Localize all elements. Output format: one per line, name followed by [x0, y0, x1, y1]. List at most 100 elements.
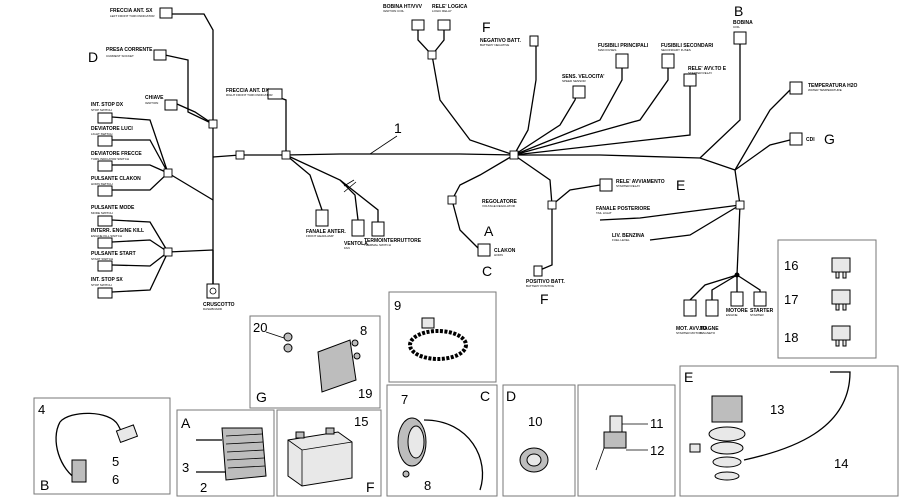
svg-text:FRONT HEADLAMP: FRONT HEADLAMP: [306, 234, 334, 238]
callouts: 1 D F B G E A C F: [88, 3, 835, 307]
svg-text:VOLTAGE REGULATOR: VOLTAGE REGULATOR: [482, 204, 516, 208]
svg-text:MOTORE: MOTORE: [726, 308, 749, 314]
svg-text:INT. STOP DX: INT. STOP DX: [91, 102, 124, 108]
panel-lock-set: E 13 14: [679, 365, 899, 497]
svg-text:FRECCIA ANT. SX: FRECCIA ANT. SX: [110, 8, 153, 14]
svg-text:STARTER: STARTER: [750, 308, 774, 314]
svg-text:REGOLATORE: REGOLATORE: [482, 199, 517, 205]
connector-bobina-ht: BOBINA HT/VVV IGNITION COIL: [383, 4, 425, 31]
svg-text:BATTERY NEGATIVE: BATTERY NEGATIVE: [480, 43, 509, 47]
svg-text:DASHBOARD: DASHBOARD: [203, 307, 223, 311]
svg-text:8: 8: [360, 323, 367, 338]
svg-text:RIGHT FRONT TURN INDICATOR: RIGHT FRONT TURN INDICATOR: [226, 93, 273, 97]
svg-text:TEMPERATURA H2O: TEMPERATURA H2O: [808, 83, 858, 89]
svg-text:14: 14: [834, 456, 848, 471]
junctions: [163, 50, 745, 278]
panel-battery: 15 F: [276, 409, 382, 497]
connector-pulsante-mode: PULSANTE MODE MODE SWITCH: [91, 205, 135, 227]
svg-text:MAGNETO: MAGNETO: [700, 331, 716, 335]
svg-text:PULSANTE CLAKON: PULSANTE CLAKON: [91, 176, 141, 182]
svg-text:A: A: [181, 415, 191, 431]
svg-text:MODE SWITCH: MODE SWITCH: [91, 211, 113, 215]
fuse-icon: [831, 257, 851, 279]
svg-text:LOGIC RELAY: LOGIC RELAY: [432, 9, 452, 13]
svg-text:BOBINA: BOBINA: [733, 20, 753, 26]
connector-interr-engine-kill: INTERR. ENGINE KILL ENGINE KILL SWITCH: [91, 228, 144, 249]
svg-text:E: E: [676, 177, 685, 193]
connector-chiave: CHIAVE IGNITION: [145, 95, 178, 111]
connector-regolatore: REGOLATORE VOLTAGE REGULATOR: [482, 199, 517, 208]
svg-text:4: 4: [38, 402, 45, 417]
svg-text:B: B: [40, 477, 49, 493]
panel-spark-plug-cap: 4 5 6 B: [33, 397, 171, 495]
connector-freccia-ant-sx: FRECCIA ANT. SX LEFT FRONT TURN INDICATO…: [110, 7, 173, 19]
svg-text:CHIAVE: CHIAVE: [145, 95, 164, 101]
svg-text:RELE' AVVIAMENTO: RELE' AVVIAMENTO: [616, 179, 665, 185]
svg-text:RELE' LOGICA: RELE' LOGICA: [432, 4, 468, 10]
svg-text:D: D: [88, 49, 98, 65]
svg-text:TAIL LIGHT: TAIL LIGHT: [596, 211, 612, 215]
svg-text:FUEL LEVEL: FUEL LEVEL: [612, 238, 630, 242]
svg-text:CURRENT SOCKET: CURRENT SOCKET: [106, 54, 134, 58]
connector-fusibili-principali: FUSIBILI PRINCIPALI MAIN FUSES: [598, 43, 649, 69]
connector-sens-velocita: SENS. VELOCITA' SPEED SENSOR: [562, 74, 605, 99]
connector-fusibili-secondari: FUSIBILI SECONDARI SECONDARY FUSES: [661, 43, 714, 69]
svg-text:STARTER RELAY: STARTER RELAY: [616, 184, 640, 188]
svg-text:DEVIATORE LUCI: DEVIATORE LUCI: [91, 126, 133, 132]
panel-horn: 7 C 8: [386, 384, 498, 497]
svg-text:SENS. VELOCITA': SENS. VELOCITA': [562, 74, 605, 80]
svg-text:3: 3: [182, 460, 189, 475]
connector-starter: STARTER STARTER: [750, 291, 774, 317]
svg-text:D: D: [506, 388, 516, 404]
svg-text:SECONDARY FUSES: SECONDARY FUSES: [661, 48, 691, 52]
svg-text:15: 15: [354, 414, 368, 429]
connector-mot-avv: MOT. AVV.TO STARTER MOTOR: [676, 299, 707, 335]
svg-text:12: 12: [650, 443, 664, 458]
fuse-icon: [831, 289, 851, 311]
svg-text:16: 16: [784, 258, 798, 273]
connector-deviatore-frecce: DEVIATORE FRECCE TURN INDICATOR SWITCH: [91, 151, 142, 172]
svg-text:13: 13: [770, 402, 784, 417]
connector-bobina: BOBINA COIL: [733, 20, 753, 45]
svg-text:FAN: FAN: [344, 246, 350, 250]
socket-icon: [519, 447, 549, 473]
svg-text:THERMAL SWITCH: THERMAL SWITCH: [364, 243, 391, 247]
connector-rele-logica: RELE' LOGICA LOGIC RELAY: [432, 4, 468, 31]
svg-text:LIGHT SWITCH: LIGHT SWITCH: [91, 132, 112, 136]
svg-text:COIL: COIL: [733, 25, 740, 29]
connector-clakon: CLAKON HORN: [477, 243, 516, 257]
battery-icon: [287, 427, 353, 487]
svg-text:6: 6: [112, 472, 119, 487]
svg-text:CRUSCOTTO: CRUSCOTTO: [203, 302, 235, 308]
svg-text:FRECCIA ANT. DX: FRECCIA ANT. DX: [226, 88, 269, 94]
panel-current-socket: D 10: [502, 384, 576, 497]
panel-clamp: 9: [388, 291, 497, 383]
svg-text:PULSANTE START: PULSANTE START: [91, 251, 136, 257]
svg-text:FANALE ANTER.: FANALE ANTER.: [306, 229, 346, 235]
svg-text:MAIN FUSES: MAIN FUSES: [598, 48, 616, 52]
svg-text:INT. STOP SX: INT. STOP SX: [91, 277, 123, 283]
svg-text:C: C: [482, 263, 492, 279]
ignition-lock-icon: [708, 395, 746, 481]
svg-text:HORN: HORN: [494, 253, 503, 257]
connector-int-stop-dx: INT. STOP DX STOP SWITCH: [91, 102, 124, 124]
svg-text:IGNITION COIL: IGNITION COIL: [383, 9, 405, 13]
svg-text:9: 9: [394, 298, 401, 313]
connector-magne: MAGNE MAGNETO: [700, 299, 719, 335]
svg-text:PULSANTE MODE: PULSANTE MODE: [91, 205, 135, 211]
svg-text:DEVIATORE FRECCE: DEVIATORE FRECCE: [91, 151, 142, 157]
svg-text:RELE' AVV.TO E: RELE' AVV.TO E: [688, 66, 727, 72]
svg-text:BATTERY POSITIVE: BATTERY POSITIVE: [526, 284, 554, 288]
connector-presa-corrente: PRESA CORRENTE CURRENT SOCKET: [106, 47, 167, 61]
svg-text:POSITIVO BATT.: POSITIVO BATT.: [526, 279, 565, 285]
svg-text:FUSIBILI PRINCIPALI: FUSIBILI PRINCIPALI: [598, 43, 649, 49]
svg-text:TERMOINTERRUTTORE: TERMOINTERRUTTORE: [364, 238, 422, 244]
connector-negativo-batt: NEGATIVO BATT. BATTERY NEGATIVE: [480, 35, 539, 47]
connector-cruscotto: CRUSCOTTO DASHBOARD: [203, 283, 235, 311]
svg-text:G: G: [256, 389, 267, 405]
svg-text:CDI: CDI: [806, 137, 815, 143]
svg-text:NEGATIVO BATT.: NEGATIVO BATT.: [480, 38, 522, 44]
svg-text:C: C: [480, 388, 490, 404]
connector-rele-avviamento: RELE' AVVIAMENTO STARTER RELAY: [599, 178, 665, 192]
